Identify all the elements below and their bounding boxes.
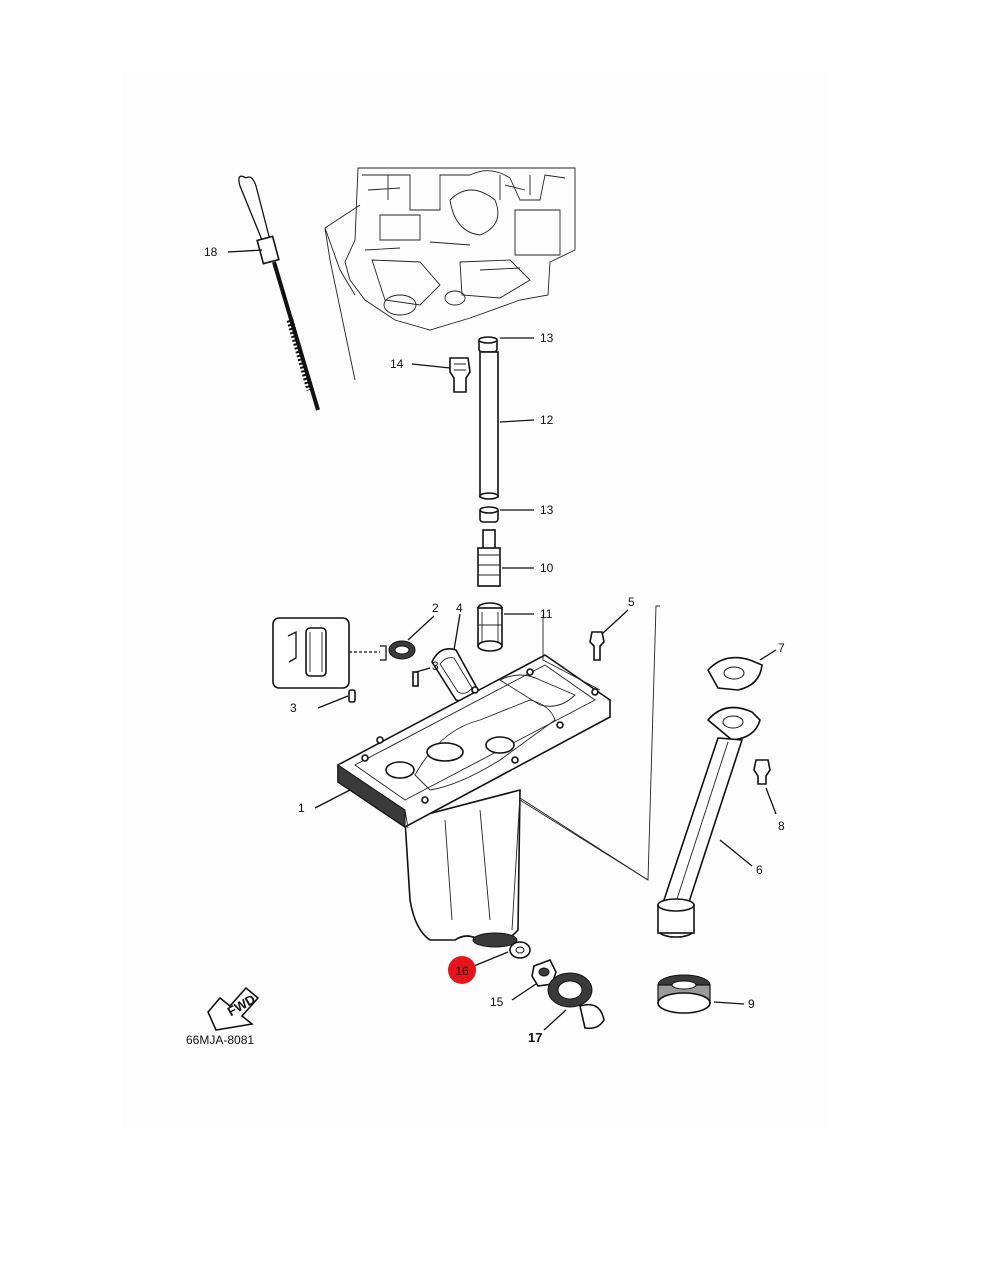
callout-3-left: 3 (290, 701, 297, 715)
callout-8: 8 (778, 819, 785, 833)
callout-1: 1 (298, 801, 305, 815)
callout-2: 2 (432, 601, 439, 615)
drain-parts (509, 941, 605, 1030)
callout-4: 4 (456, 601, 463, 615)
callout-12: 12 (540, 413, 554, 427)
callout-9: 9 (748, 997, 755, 1011)
leader-lines (227, 249, 777, 1031)
callout-18: 18 (204, 245, 218, 259)
highlight-marker (448, 956, 476, 984)
forward-arrow-icon: FWD (207, 986, 260, 1031)
oil-tube-assembly (449, 336, 503, 652)
dipstick (238, 175, 320, 411)
drawing-sheet (122, 72, 828, 1128)
callout-labels: 18 14 13 12 13 10 2 4 11 5 7 3 3 1 8 6 1… (204, 245, 785, 1045)
clip-detail-inset (272, 617, 605, 703)
callout-7: 7 (778, 641, 785, 655)
callout-15: 15 (490, 995, 504, 1009)
callout-13-lower: 13 (540, 503, 554, 517)
exhaust-assembly (657, 656, 771, 1014)
callout-3-right: 3 (432, 659, 439, 673)
highlight-label: 16 (455, 964, 469, 978)
callout-17: 17 (528, 1030, 542, 1045)
callout-10: 10 (540, 561, 554, 575)
diagram-code: 66MJA-8081 (186, 1033, 254, 1047)
engine-block (324, 167, 576, 381)
callout-14: 14 (390, 357, 404, 371)
callout-11: 11 (540, 607, 553, 621)
highlighted-part-16[interactable]: 16 (448, 956, 476, 984)
callout-13-upper: 13 (540, 331, 554, 345)
callout-6: 6 (756, 863, 763, 877)
upper-casing (336, 605, 660, 948)
callout-5: 5 (628, 595, 635, 609)
